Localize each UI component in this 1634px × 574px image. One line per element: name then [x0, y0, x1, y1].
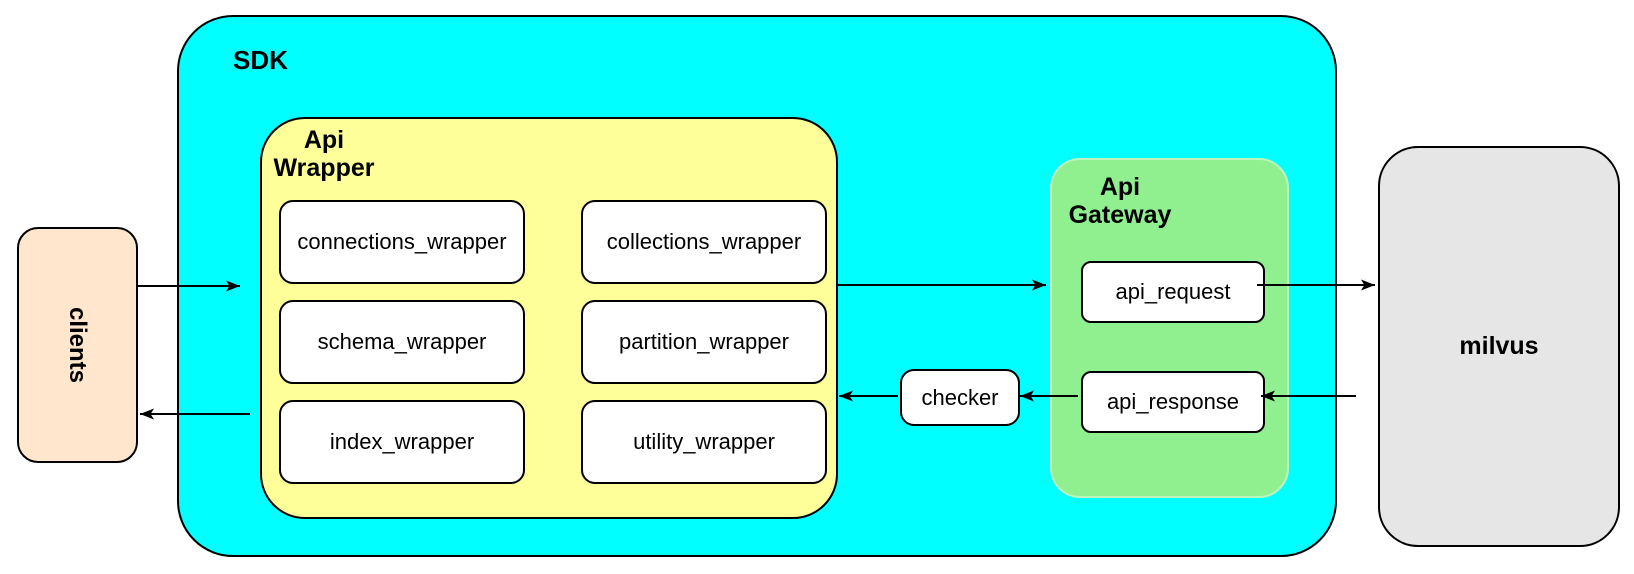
api-wrapper-label-line2: Wrapper: [273, 154, 375, 182]
api-gateway-label-line2: Gateway: [1068, 201, 1172, 229]
index-wrapper-node: index_wrapper: [279, 400, 525, 484]
utility-wrapper-node: utility_wrapper: [581, 400, 827, 484]
api-gateway-label-line1: Api: [1099, 173, 1141, 201]
milvus-node: milvus: [1378, 146, 1620, 547]
connections-wrapper-node: connections_wrapper: [279, 200, 525, 284]
api-wrapper-container: Api Wrapper connections_wrapper collecti…: [260, 117, 838, 519]
clients-node: clients: [17, 227, 138, 463]
api-wrapper-label-line1: Api: [303, 126, 345, 154]
clients-label: clients: [64, 306, 92, 384]
collections-wrapper-node: collections_wrapper: [581, 200, 827, 284]
sdk-label: SDK: [233, 45, 288, 75]
api-wrapper-label: Api Wrapper: [262, 126, 386, 182]
partition-wrapper-node: partition_wrapper: [581, 300, 827, 384]
api-gateway-container: Api Gateway api_request api_response: [1050, 158, 1289, 498]
checker-node: checker: [900, 369, 1020, 426]
api-response-node: api_response: [1081, 371, 1265, 433]
api-gateway-label: Api Gateway: [1052, 173, 1188, 229]
api-request-node: api_request: [1081, 261, 1265, 323]
milvus-label: milvus: [1459, 332, 1539, 360]
sdk-container: SDK Api Wrapper connections_wrapper coll…: [177, 15, 1337, 557]
schema-wrapper-node: schema_wrapper: [279, 300, 525, 384]
